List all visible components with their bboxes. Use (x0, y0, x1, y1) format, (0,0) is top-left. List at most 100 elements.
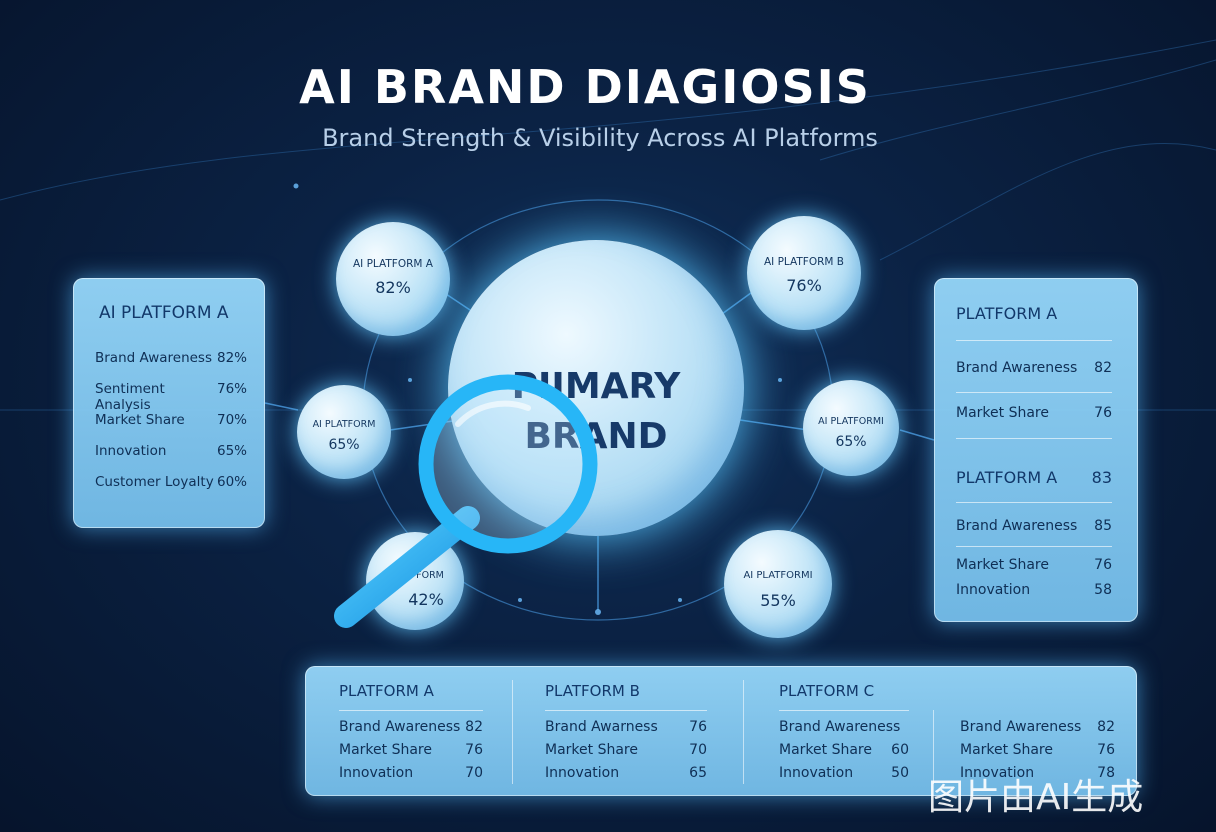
bubble-label: AI PLATFORM A (352, 258, 433, 270)
bubble-label: AI PLATFORMI (743, 570, 813, 581)
metric-row: Market Share 76 (956, 405, 1112, 421)
metric-value: 70 (465, 765, 483, 781)
panel-section-title: PLATFORM A (956, 468, 1058, 487)
platform-column: PLATFORM B Brand Awarness 76 Market Share… (545, 682, 707, 788)
platform-bubble: AI PLATFORM A 82% (336, 222, 450, 336)
column-title: PLATFORM B (545, 682, 640, 700)
metric-label: Brand Awareness (779, 719, 901, 735)
metric-row: Innovation 58 (956, 582, 1112, 598)
metric-label: Brand Awareness (95, 350, 212, 366)
connector-line (389, 419, 461, 431)
metric-label: Brand Awareness (956, 360, 1078, 376)
metric-row: Innovation 78 (960, 765, 1115, 788)
metric-row: Sentiment Analysis 76% (95, 381, 247, 413)
metric-label: Brand Awareness (956, 518, 1078, 534)
bubble-value: 65% (328, 437, 360, 453)
platform-bubble: AI PLATFORM 65% (297, 385, 391, 479)
connector-line (739, 419, 809, 431)
panel-section-title: PLATFORM A (956, 304, 1058, 323)
metric-value: 78 (1097, 765, 1115, 781)
metric-label: Market Share (956, 405, 1049, 421)
bubble-value: 55% (760, 591, 796, 610)
metric-value: 76% (216, 381, 247, 397)
metric-label: Sentiment Analysis (95, 381, 165, 413)
metric-label: Market Share (956, 557, 1049, 573)
connector-line (899, 429, 935, 441)
metric-value: 82 (465, 719, 483, 735)
metric-row: Market Share 60 (779, 742, 909, 765)
metric-value: 58 (1094, 582, 1112, 598)
divider (956, 340, 1112, 341)
divider (545, 710, 707, 711)
metric-label: Innovation (960, 765, 1035, 781)
divider (956, 438, 1112, 439)
metric-label: Innovation (956, 582, 1031, 598)
ai-generated-watermark: 图片由AI生成 (928, 777, 1144, 818)
metric-label: Innovation (545, 765, 620, 781)
connector-line (264, 402, 299, 411)
metric-row: Brand Awarness 76 (545, 719, 707, 742)
metric-row: Market Share 76 (339, 742, 483, 765)
bubble-value: 76% (786, 276, 822, 295)
metric-label: Market Share (779, 742, 872, 758)
bubble-label: AI PLATFORM (312, 419, 376, 430)
metric-value: 76 (465, 742, 483, 758)
platform-bubble: AI PLATFORMI 65% (803, 380, 899, 476)
metric-label: Brand Awareness (960, 719, 1082, 735)
page-title: AI BRAND DIAGIOSIS (299, 60, 871, 114)
metric-value: 50 (891, 765, 909, 781)
panel-title: AI PLATFORM A (99, 303, 229, 323)
divider (339, 710, 483, 711)
magnifying-glass-icon (334, 374, 598, 628)
metric-value: 70% (216, 412, 247, 428)
bubble-value: 65% (835, 434, 867, 450)
bubble-value: 42% (408, 590, 444, 609)
metric-value: 82% (216, 350, 247, 366)
metric-value: 76 (1094, 405, 1112, 421)
divider (956, 392, 1112, 393)
metric-value: 65% (216, 443, 247, 459)
metric-value: 76 (1094, 557, 1112, 573)
metric-value: 76 (1097, 742, 1115, 758)
divider (956, 546, 1112, 547)
metric-value: 65 (689, 765, 707, 781)
metric-label: Brand Awarness (545, 719, 658, 735)
divider (779, 710, 909, 711)
metric-label: Market Share (95, 412, 185, 428)
column-divider (512, 680, 513, 784)
metric-label: Brand Awareness (339, 719, 461, 735)
panel-section-value: 83 (1091, 468, 1112, 487)
metric-value: 60 (891, 742, 909, 758)
metric-label: Market Share (339, 742, 432, 758)
metric-row: Brand Awareness (779, 719, 909, 742)
column-title (960, 682, 1115, 704)
divider (956, 502, 1112, 503)
metric-label: Market Share (545, 742, 638, 758)
bubble-value: 82% (375, 278, 411, 297)
divider (960, 710, 1115, 711)
metric-row: Brand Awareness 82 (956, 360, 1112, 376)
metric-value: 76 (689, 719, 707, 735)
column-title: PLATFORM A (339, 682, 434, 700)
right-metrics-panel: PLATFORM A Brand Awareness 82 Market Shar… (934, 278, 1138, 622)
platform-bubble: AI PLATFORM B 76% (747, 216, 861, 330)
metric-value: 82 (1094, 360, 1112, 376)
metric-value: 60% (216, 474, 247, 490)
platform-bubble: AI PLATFORMI 55% (724, 530, 832, 638)
metric-value: 82 (1097, 719, 1115, 735)
metric-row: Market Share 76 (956, 557, 1112, 573)
bubble-label: AI PLATFORMI (818, 416, 884, 427)
column-title: PLATFORM C (779, 682, 875, 700)
bubble-label: AI PLATFORM B (763, 256, 845, 268)
metric-row: Innovation 65 (545, 765, 707, 788)
